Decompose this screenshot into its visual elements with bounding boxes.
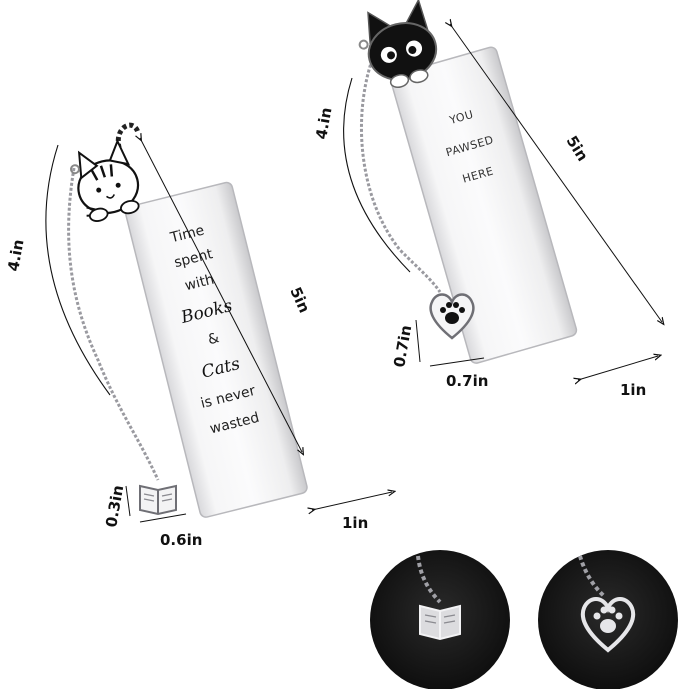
chain-length-arc-right [343, 77, 411, 273]
length-label-right: 5in [563, 133, 592, 165]
open-book-icon [139, 484, 177, 516]
length-dim-line-right [450, 24, 662, 322]
bookmark-right: 4.in YOU PAWSED HERE [312, 0, 662, 399]
charm-width-label-right: 0.7in [446, 372, 488, 390]
width-label-right: 1in [620, 381, 646, 399]
closeup-book-charm [370, 550, 510, 689]
chain-right [359, 59, 442, 293]
charm-width-dim-right [429, 357, 485, 367]
charm-width-label-left: 0.6in [160, 531, 202, 549]
chain-length-label-right: 4.in [312, 106, 335, 141]
charm-height-label-left: 0.3in [102, 484, 127, 529]
length-label-left: 5in [286, 284, 313, 315]
width-label-left: 1in [342, 514, 368, 532]
bookmark-body-right [390, 46, 578, 364]
closeup-paw-charm [538, 550, 678, 689]
charm-width-dim-left [139, 513, 187, 523]
open-book-icon [419, 604, 461, 641]
width-dim-line-left [312, 492, 392, 510]
width-dim-line-right [578, 356, 658, 380]
chain-length-label-left: 4.in [4, 238, 27, 273]
black-cat-icon [358, 0, 438, 89]
tabby-cat-icon [69, 122, 141, 222]
paw-heart-icon [580, 597, 636, 653]
length-dim-line-left [140, 138, 302, 452]
charm-height-label-right: 0.7in [390, 324, 415, 369]
bookmark-left: 4.in Time spent with Books & Cats is nev… [4, 122, 392, 549]
charm-height-dim-left [125, 485, 131, 517]
charm-height-dim-right [415, 319, 421, 363]
chain-length-arc-left [45, 144, 111, 396]
